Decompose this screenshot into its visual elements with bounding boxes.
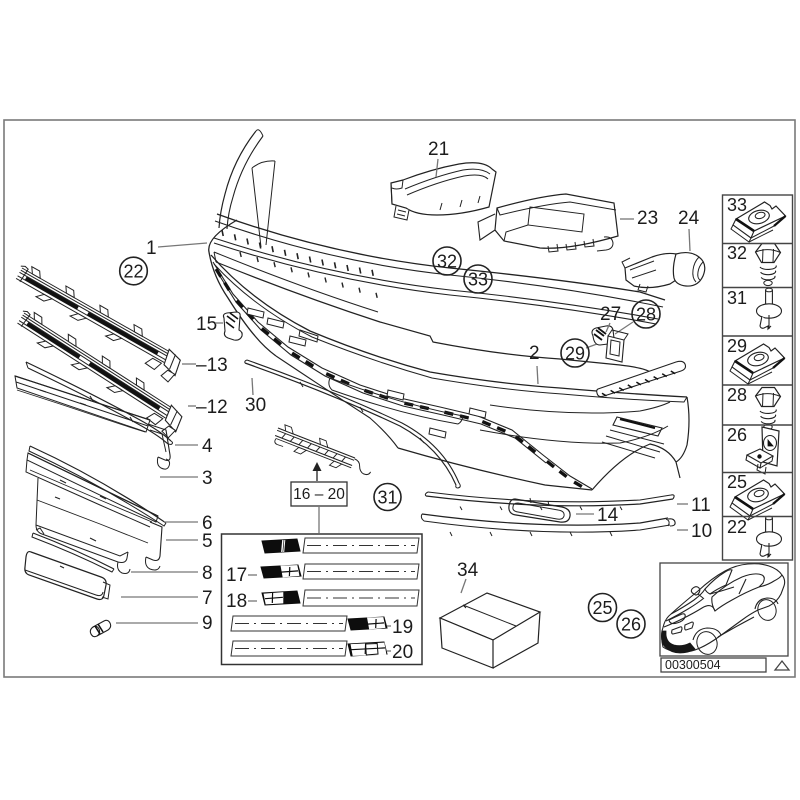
svg-text:30: 30 (245, 395, 266, 416)
svg-text:23: 23 (637, 208, 658, 229)
svg-text:8: 8 (202, 563, 213, 584)
svg-text:9: 9 (202, 613, 213, 634)
svg-text:4: 4 (202, 436, 213, 457)
svg-text:34: 34 (457, 560, 479, 581)
svg-text:15: 15 (196, 314, 217, 335)
svg-text:28: 28 (636, 305, 656, 325)
svg-text:20: 20 (392, 642, 413, 663)
svg-text:16 – 20: 16 – 20 (293, 486, 345, 503)
svg-text:1: 1 (146, 238, 157, 259)
svg-text:10: 10 (691, 521, 712, 542)
svg-text:25: 25 (592, 598, 612, 618)
svg-text:22: 22 (727, 517, 747, 537)
svg-text:24: 24 (678, 208, 700, 229)
svg-text:17: 17 (226, 565, 247, 586)
svg-text:29: 29 (565, 344, 585, 364)
svg-text:21: 21 (428, 139, 449, 160)
svg-text:00300504: 00300504 (665, 658, 721, 672)
svg-text:33: 33 (468, 270, 488, 290)
svg-text:31: 31 (727, 288, 747, 308)
svg-text:26: 26 (727, 425, 747, 445)
svg-text:7: 7 (202, 588, 213, 609)
svg-text:11: 11 (691, 495, 711, 516)
svg-text:32: 32 (437, 252, 457, 272)
svg-text:28: 28 (727, 385, 747, 405)
svg-text:31: 31 (377, 488, 397, 508)
svg-text:18: 18 (226, 591, 247, 612)
svg-text:19: 19 (392, 617, 413, 638)
svg-text:14: 14 (597, 505, 619, 526)
svg-text:6: 6 (202, 513, 213, 534)
svg-text:25: 25 (727, 472, 747, 492)
svg-text:29: 29 (727, 336, 747, 356)
svg-text:–13: –13 (196, 355, 228, 376)
svg-text:5: 5 (202, 531, 213, 552)
svg-text:33: 33 (727, 195, 747, 215)
svg-text:22: 22 (123, 262, 143, 282)
svg-text:27: 27 (600, 304, 621, 325)
svg-text:3: 3 (202, 468, 213, 489)
svg-text:32: 32 (727, 243, 747, 263)
svg-text:2: 2 (529, 343, 540, 364)
svg-text:–12: –12 (196, 397, 228, 418)
svg-text:26: 26 (621, 615, 641, 635)
